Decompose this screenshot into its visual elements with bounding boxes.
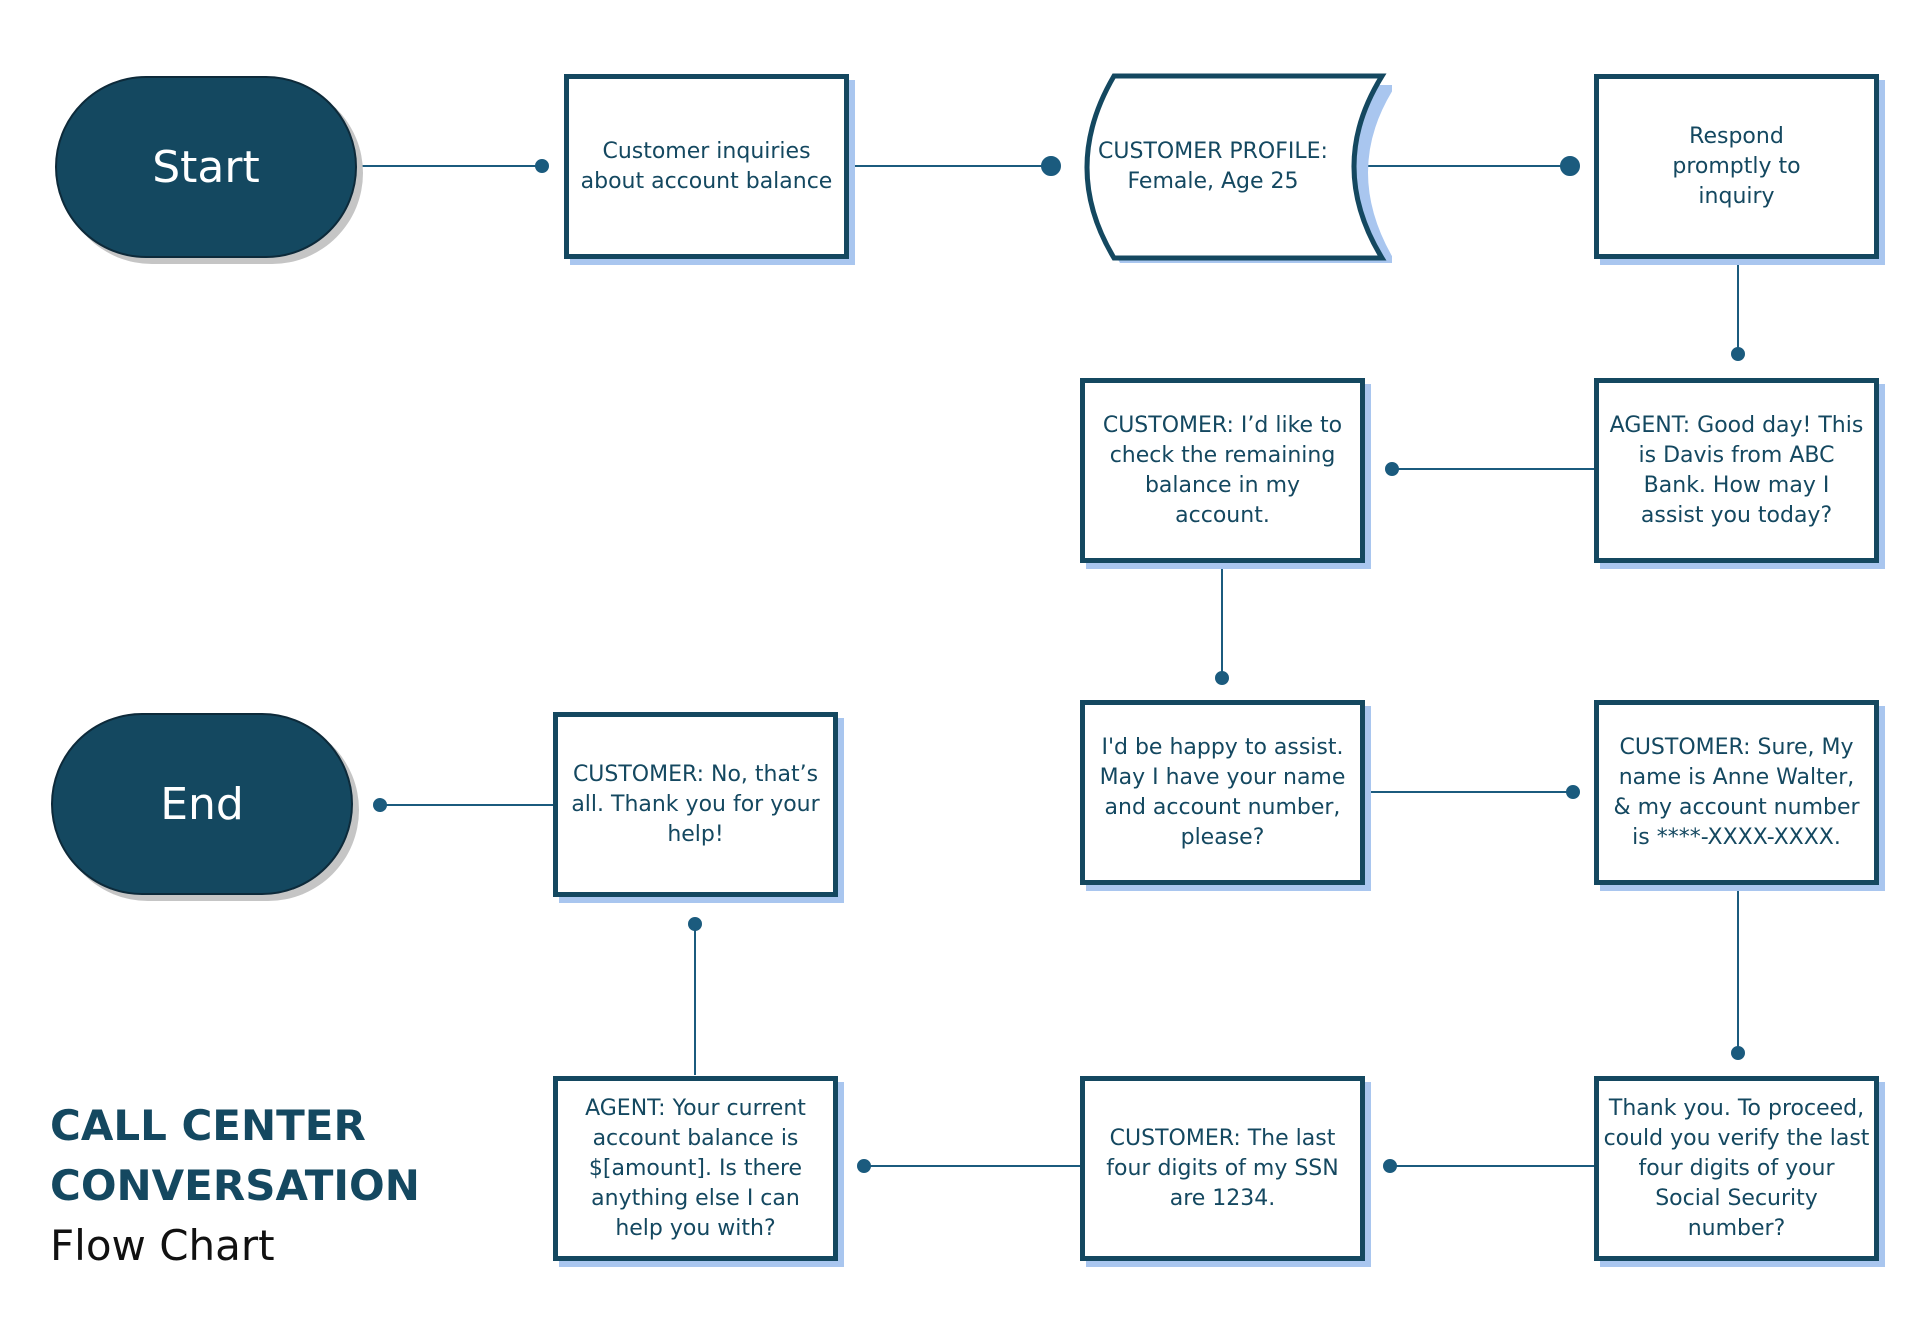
respond-box: Respond promptly to inquiry (1594, 74, 1879, 259)
title-line-2: CONVERSATION (50, 1161, 420, 1210)
customer-name-box: CUSTOMER: Sure, My name is Anne Walter, … (1594, 700, 1879, 885)
customer-profile-box: CUSTOMER PROFILE: Female, Age 25 (1072, 72, 1392, 263)
edge-dot (535, 159, 549, 173)
end-terminal: End (51, 713, 353, 895)
customer-check-box: CUSTOMER: I’d like to check the remainin… (1080, 378, 1365, 563)
edge-dot (1731, 1046, 1745, 1060)
agent-assist-box: I'd be happy to assist. May I have your … (1080, 700, 1365, 885)
edge-dot (1731, 347, 1745, 361)
edge-dot (688, 917, 702, 931)
document-shape (1084, 73, 1392, 263)
agent-greeting-box: AGENT: Good day! This is Davis from ABC … (1594, 378, 1879, 563)
customer-ssn-box: CUSTOMER: The last four digits of my SSN… (1080, 1076, 1365, 1261)
title-line-1: CALL CENTER (50, 1101, 366, 1150)
title-line-3: Flow Chart (50, 1221, 275, 1270)
agent-verify-box: Thank you. To proceed, could you verify … (1594, 1076, 1879, 1261)
edge-dot (1566, 785, 1580, 799)
edge-dot (1385, 462, 1399, 476)
agent-balance-box: AGENT: Your current account balance is $… (553, 1076, 838, 1261)
edge-dot (373, 798, 387, 812)
start-terminal: Start (55, 76, 357, 258)
customer-profile-text: CUSTOMER PROFILE: Female, Age 25 (1098, 139, 1328, 194)
edge-dot (857, 1159, 871, 1173)
edge-dot (1383, 1159, 1397, 1173)
chart-title: CALL CENTER CONVERSATION Flow Chart (50, 1096, 420, 1276)
edge-dot (1215, 671, 1229, 685)
edge-dot (1041, 156, 1061, 176)
customer-done-box: CUSTOMER: No, that’s all. Thank you for … (553, 712, 838, 897)
edge-dot (1560, 156, 1580, 176)
inquiry-box: Customer inquiries about account balance (564, 74, 849, 259)
